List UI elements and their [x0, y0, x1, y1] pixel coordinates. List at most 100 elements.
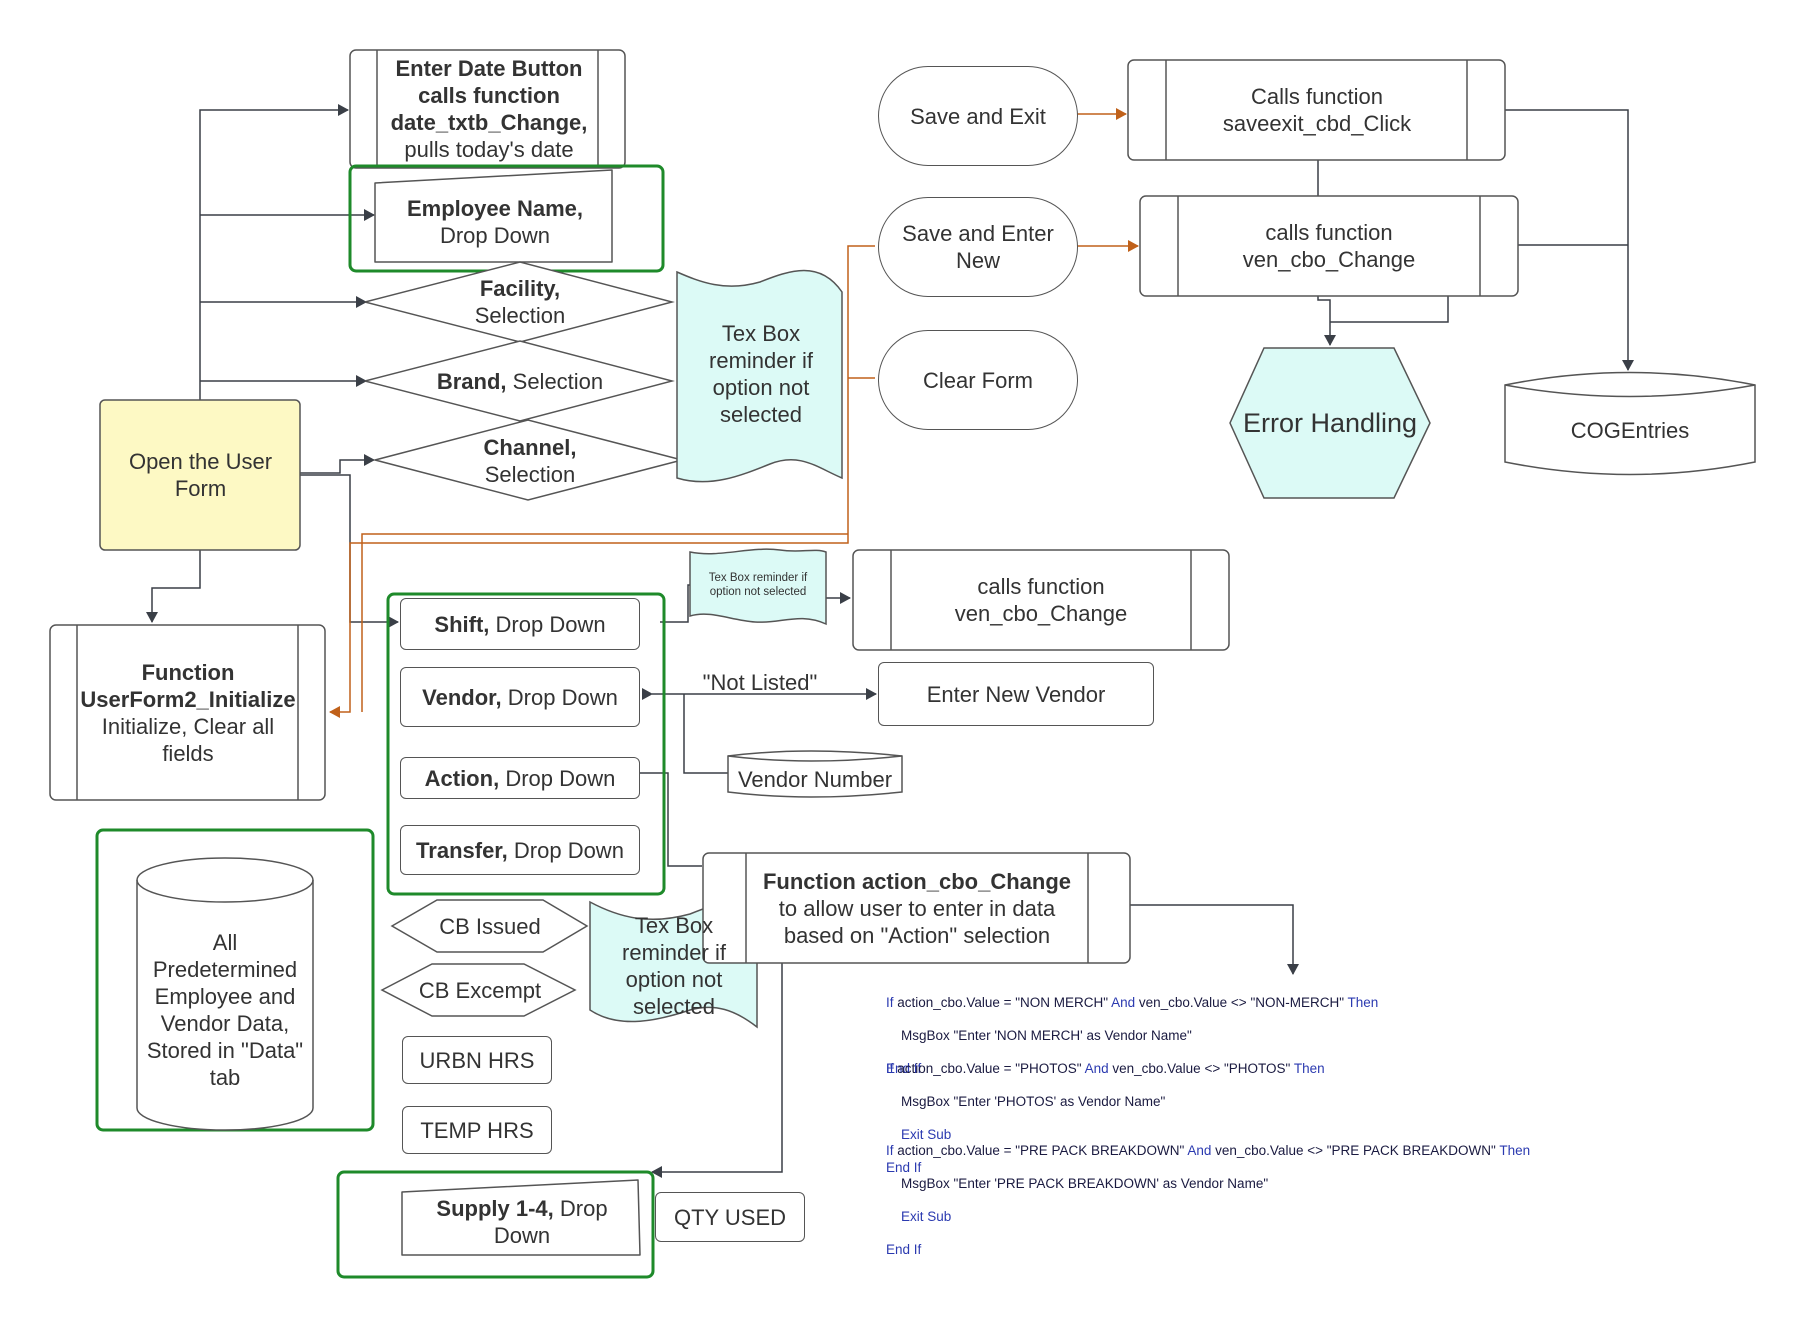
- supply-bold: Supply 1-4,: [436, 1196, 554, 1221]
- vendor-number-shape: [727, 750, 903, 798]
- cb-issued-shape: [390, 899, 589, 953]
- transfer-text: Drop Down: [513, 837, 624, 863]
- code-line: If action_cbo.Value = "PHOTOS" And ven_c…: [886, 1061, 1325, 1078]
- function-userform-text: Initialize, Clear all fields: [101, 713, 275, 766]
- code-block-non-merch: If action_cbo.Value = "NON MERCH" And ve…: [886, 978, 1378, 1094]
- facility-bold: Facility,: [479, 276, 561, 301]
- enter-new-vendor-text: Enter New Vendor: [926, 681, 1106, 707]
- dropdowns-green-frame: [386, 592, 666, 896]
- temp-hrs-node: TEMP HRS: [402, 1106, 552, 1154]
- error-handling-text: Error Handling: [1242, 408, 1418, 438]
- connector-orange-parallel: [361, 533, 848, 712]
- code-text: ven_cbo.Value <> "NON-MERCH": [1135, 994, 1348, 1010]
- facility-diamond: [364, 261, 675, 343]
- function-userform-shape: [49, 624, 326, 801]
- qty-used-text: QTY USED: [673, 1204, 787, 1230]
- code-keyword: Then: [1347, 994, 1379, 1010]
- code-line: MsgBox "Enter 'PHOTOS' as Vendor Name": [886, 1093, 1166, 1109]
- connector-function-to-supply: [651, 960, 783, 1178]
- code-keyword: And: [1084, 1060, 1109, 1076]
- save-and-enter-new-node: Save and Enter New: [878, 197, 1078, 297]
- code-text: action_cbo.Value = "PRE PACK BREAKDOWN": [893, 1142, 1188, 1158]
- supply-text: Drop Down: [493, 1196, 608, 1248]
- reminder-2-node: Tex Box reminder if option not selected: [596, 912, 752, 1020]
- code-text: action_cbo.Value = "NON MERCH": [893, 994, 1112, 1010]
- code-line: MsgBox "Enter 'PRE PACK BREAKDOWN' as Ve…: [886, 1175, 1269, 1191]
- code-text: ven_cbo.Value <> "PHOTOS": [1108, 1060, 1294, 1076]
- code-line: End If: [886, 1060, 922, 1076]
- enter-date-shape: [349, 49, 626, 169]
- code-line: If action_cbo.Value = "PRE PACK BREAKDOW…: [886, 1143, 1530, 1160]
- temp-hrs-text: TEMP HRS: [420, 1117, 534, 1143]
- orange-connectors: [329, 108, 1139, 718]
- shift-text: Drop Down: [495, 611, 606, 637]
- save-and-exit-text: Save and Exit: [910, 103, 1046, 129]
- action-bold: Action,: [424, 765, 500, 791]
- not-listed-text: "Not Listed": [702, 669, 818, 695]
- code-line: MsgBox "Enter 'NON MERCH' as Vendor Name…: [886, 1027, 1192, 1043]
- code-line: End If: [886, 1241, 922, 1257]
- supply-shape: [401, 1179, 641, 1256]
- employee-name-text: Drop Down: [439, 223, 551, 248]
- connector-to-shift: [300, 474, 399, 628]
- calls-ven-cbo-mid-text: calls function ven_cbo_Change: [954, 574, 1128, 626]
- connector-to-initialize: [146, 550, 201, 623]
- code-keyword: Then: [1499, 1142, 1531, 1158]
- calls-ven-cbo-mid-node: calls function ven_cbo_Change: [893, 556, 1189, 644]
- reminder-small-text: Tex Box reminder if option not selected: [708, 572, 808, 598]
- connector-function-to-code: [1130, 904, 1299, 975]
- action-text: Drop Down: [505, 765, 616, 791]
- function-userform-bold: Function UserForm2_Initialize: [80, 659, 296, 712]
- code-keyword: If: [886, 994, 894, 1010]
- open-user-form-text: Open the User Form: [128, 449, 273, 501]
- function-action-text: to allow user to enter in data based on …: [778, 895, 1056, 948]
- channel-node: Channel,Selection: [430, 433, 630, 489]
- employee-name-bold: Employee Name,: [406, 196, 584, 221]
- calls-ven-mid-shape: [852, 549, 1230, 651]
- enter-date-button-node: Enter Date Button calls function date_tx…: [380, 50, 598, 168]
- cb-issued-text: CB Issued: [439, 913, 541, 939]
- brand-text: Selection: [512, 368, 604, 394]
- reminder-1-text: Tex Box reminder if option not selected: [709, 321, 813, 427]
- connector-to-enter-date: [199, 104, 349, 400]
- clear-form-node: Clear Form: [878, 330, 1078, 430]
- channel-bold: Channel,: [483, 435, 577, 460]
- calls-ven-cbo-top-node: calls function ven_cbo_Change: [1180, 198, 1478, 294]
- supply-node: Supply 1-4, Drop Down: [404, 1190, 640, 1254]
- shift-bold: Shift,: [434, 611, 490, 637]
- function-action-node: Function action_cbo_Change to allow user…: [748, 856, 1086, 960]
- code-line: Exit Sub: [886, 1126, 952, 1142]
- qty-used-node: QTY USED: [655, 1192, 805, 1242]
- code-text: action_cbo.Value = "PHOTOS": [893, 1060, 1085, 1076]
- vendor-dropdown-node: Vendor, Drop Down: [400, 667, 640, 727]
- error-handling-node: Error Handling: [1232, 398, 1428, 448]
- facility-node: Facility,Selection: [420, 274, 620, 330]
- cog-entries-node: COGEntries: [1505, 405, 1755, 455]
- save-and-enter-new-text: Save and Enter New: [902, 221, 1054, 273]
- calls-ven-top-shape: [1139, 195, 1519, 297]
- code-text: ven_cbo.Value <> "PRE PACK BREAKDOWN": [1211, 1142, 1500, 1158]
- connector-action-to-function: [638, 772, 702, 867]
- transfer-dropdown-node: Transfer, Drop Down: [400, 825, 640, 875]
- reminder-small-shape: [689, 548, 827, 626]
- facility-text: Selection: [474, 303, 566, 328]
- urbn-hrs-node: URBN HRS: [402, 1036, 552, 1084]
- connector-clear-to-initialize: [329, 245, 875, 718]
- employee-name-node: Employee Name,Drop Down: [378, 182, 612, 262]
- shift-dropdown-node: Shift, Drop Down: [400, 598, 640, 650]
- calls-saveexit-text: Calls function saveexit_cbd_Click: [1222, 84, 1412, 136]
- enter-date-bold: Enter Date Button calls function date_tx…: [390, 56, 588, 135]
- data-cylinder: [136, 857, 314, 1131]
- connector-ven-to-error: [1330, 296, 1449, 323]
- calls-saveexit-shape: [1127, 59, 1506, 161]
- clear-form-text: Clear Form: [922, 367, 1033, 393]
- cb-excempt-shape: [380, 963, 577, 1017]
- vendor-number-node: Vendor Number: [728, 762, 902, 796]
- channel-text: Selection: [484, 462, 576, 487]
- not-listed-label: "Not Listed": [685, 668, 835, 696]
- code-line: If action_cbo.Value = "NON MERCH" And ve…: [886, 995, 1378, 1012]
- code-block-pre-pack: If action_cbo.Value = "PRE PACK BREAKDOW…: [886, 1126, 1530, 1275]
- vendor-text: Drop Down: [507, 684, 618, 710]
